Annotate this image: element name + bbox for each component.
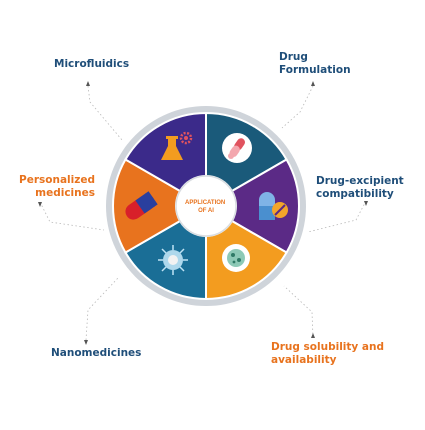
label-nanomedicines: Nanomedicines [51, 347, 142, 359]
arrowhead-drug-excipient [364, 201, 368, 206]
capsule-tablet-icon [259, 192, 288, 220]
connector-drug-excipient [307, 200, 367, 233]
connector-microfluidics [87, 85, 123, 141]
pills-icon [222, 133, 252, 163]
label-drug-solubility: Drug solubility and availability [271, 341, 384, 366]
center-label: APPLICATION OF AI [185, 200, 227, 214]
connector-lines [39, 85, 367, 341]
label-drug-excipient-compatibility: Drug-excipient compatibility [316, 175, 404, 200]
connector-nanomedicines [85, 277, 119, 341]
label-microfluidics: Microfluidics [54, 58, 130, 70]
nanoparticle-icon [158, 245, 188, 275]
bacteria-icon [222, 244, 250, 272]
connector-drug-solubility [283, 285, 314, 339]
connector-drug-formulation [281, 85, 314, 129]
arrowhead-personalized [38, 202, 42, 207]
center-label-line2: OF AI [198, 208, 214, 214]
capsule-icon [125, 191, 158, 220]
label-drug-formulation: Drug Formulation [279, 51, 351, 76]
label-personalized-medicines: Personalized medicines [19, 174, 95, 199]
center-label-line1: APPLICATION [185, 200, 225, 206]
flask-gear-icon [161, 131, 193, 160]
arrowhead-nanomedicines [84, 340, 88, 345]
arrowhead-microfluidics [86, 81, 90, 86]
arrowhead-drug-solubility [311, 333, 315, 338]
connector-personalized [39, 201, 105, 231]
center-circle [175, 175, 237, 237]
arrowhead-drug-formulation [311, 81, 315, 86]
